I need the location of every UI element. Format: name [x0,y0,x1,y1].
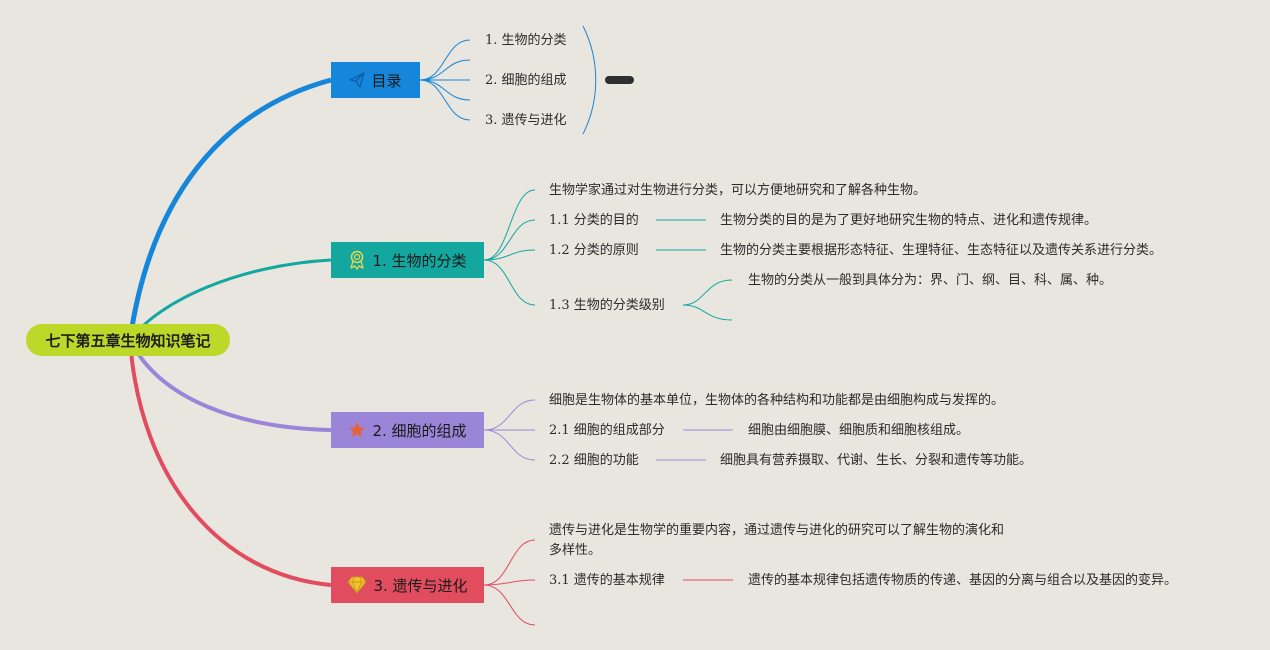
root-topic-label: 七下第五章生物知识笔记 [45,331,211,350]
star-icon [348,421,366,439]
evolution-laws-label[interactable]: 3.1 遗传的基本规律 [549,573,665,588]
classification-intro[interactable]: 生物学家通过对生物进行分类，可以方便地研究和了解各种生物。 [549,183,927,198]
classification-levels-detail[interactable]: 生物的分类从一般到具体分为：界、门、纲、目、科、属、种。 [748,273,1113,288]
topic-classification-label: 1. 生物的分类 [372,251,467,270]
link-root-toc [127,77,332,341]
evolution-laws-detail[interactable]: 遗传的基本规律包括遗传物质的传递、基因的分离与组合以及基因的变异。 [748,573,1178,588]
ribbon-badge-icon [348,250,366,270]
topic-toc-label: 目录 [371,71,402,90]
topic-classification[interactable]: 1. 生物的分类 [331,242,484,278]
toc-item-2[interactable]: 2. 细胞的组成 [485,73,567,88]
topic-evolution[interactable]: 3. 遗传与进化 [331,567,484,603]
topic-cell-label: 2. 细胞的组成 [372,421,467,440]
cell-function-detail[interactable]: 细胞具有营养摄取、代谢、生长、分裂和遗传等功能。 [720,453,1033,468]
classification-purpose-detail[interactable]: 生物分类的目的是为了更好地研究生物的特点、进化和遗传规律。 [720,213,1098,228]
topic-evolution-label: 3. 遗传与进化 [373,576,468,595]
toc-item-3[interactable]: 3. 遗传与进化 [485,113,567,128]
cell-parts-detail[interactable]: 细胞由细胞膜、细胞质和细胞核组成。 [748,423,970,438]
classification-levels-label[interactable]: 1.3 生物的分类级别 [549,298,665,313]
topic-cell[interactable]: 2. 细胞的组成 [331,412,484,448]
toc-item-1[interactable]: 1. 生物的分类 [485,33,567,48]
classification-principle-detail[interactable]: 生物的分类主要根据形态特征、生理特征、生态特征以及遗传关系进行分类。 [720,243,1163,258]
paper-plane-icon [349,72,366,88]
collapse-button[interactable] [605,76,634,84]
root-topic[interactable]: 七下第五章生物知识笔记 [26,324,230,356]
topic-toc[interactable]: 目录 [331,62,420,98]
diamond-icon [347,576,368,594]
link-root-evolution [128,339,332,587]
cell-parts-label[interactable]: 2.1 细胞的组成部分 [549,423,665,438]
classification-purpose-label[interactable]: 1.1 分类的目的 [549,213,639,228]
cell-intro[interactable]: 细胞是生物体的基本单位，生物体的各种结构和功能都是由细胞构成与发挥的。 [549,393,1005,408]
evolution-intro-line-2[interactable]: 多样性。 [549,543,602,558]
classification-principle-label[interactable]: 1.2 分类的原则 [549,243,639,258]
link-root-cell [128,339,332,432]
evolution-intro-line-1[interactable]: 遗传与进化是生物学的重要内容，通过遗传与进化的研究可以了解生物的演化和 [549,523,1005,538]
cell-function-label[interactable]: 2.2 细胞的功能 [549,453,639,468]
